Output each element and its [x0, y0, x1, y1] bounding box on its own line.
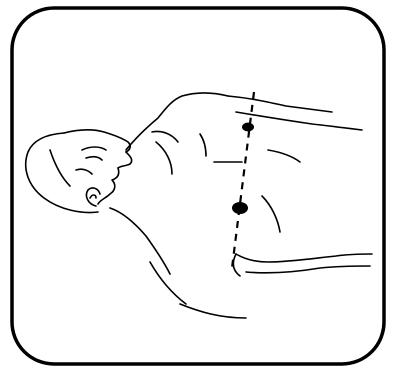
lower-placement-dot — [232, 202, 248, 214]
placement-guide-line — [232, 92, 254, 268]
neck-shoulders-outline — [110, 93, 228, 304]
torso-outline — [180, 96, 372, 318]
upper-placement-dot — [242, 123, 254, 132]
head-outline — [26, 130, 132, 213]
